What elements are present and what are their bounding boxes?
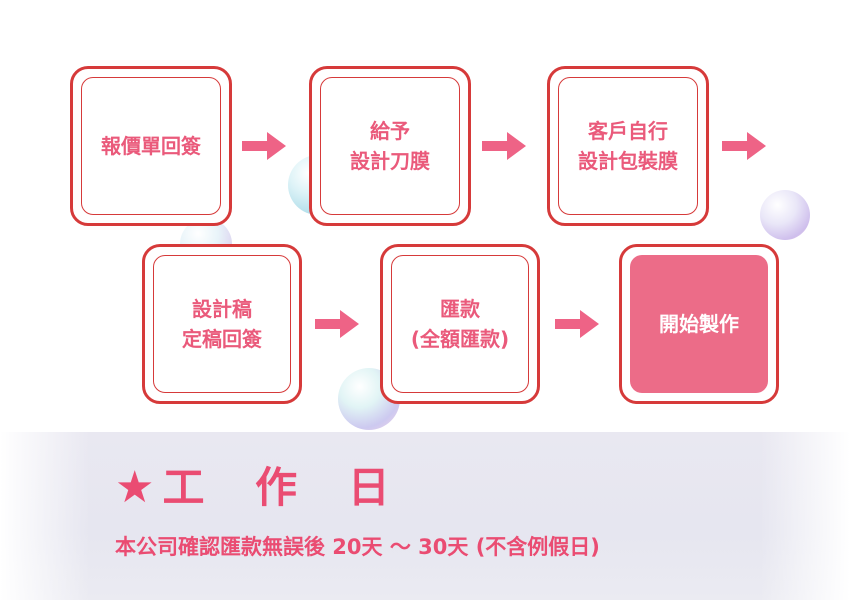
step-design-finalize: 設計稿 定稿回簽 xyxy=(142,244,302,404)
step-die-line-design: 給予 設計刀膜 xyxy=(309,66,471,226)
step-label: 報價單回簽 xyxy=(101,134,201,158)
bubble-decoration xyxy=(760,190,810,240)
step-label: 匯款 (全額匯款) xyxy=(410,297,510,351)
step-customer-package-design: 客戶自行 設計包裝膜 xyxy=(547,66,709,226)
step-payment: 匯款 (全額匯款) xyxy=(380,244,540,404)
arrow-right-icon xyxy=(315,310,359,338)
working-days-note: 本公司確認匯款無誤後 20天 ～ 30天 (不含例假日) xyxy=(115,535,600,559)
step-quote-sign: 報價單回簽 xyxy=(70,66,232,226)
working-days-heading: 工 作 日 xyxy=(162,463,408,512)
step-start-production: 開始製作 xyxy=(619,244,779,404)
arrow-right-icon xyxy=(555,310,599,338)
arrow-right-icon xyxy=(722,132,766,160)
step-label: 開始製作 xyxy=(659,312,739,336)
step-label: 設計稿 定稿回簽 xyxy=(182,297,262,351)
step-label: 客戶自行 設計包裝膜 xyxy=(578,119,678,173)
working-days-panel xyxy=(0,432,850,600)
star-icon: ★ xyxy=(115,462,157,513)
working-days-title: ★ 工 作 日 xyxy=(115,462,408,514)
arrow-right-icon xyxy=(482,132,526,160)
step-label: 給予 設計刀膜 xyxy=(350,119,430,173)
arrow-right-icon xyxy=(242,132,286,160)
